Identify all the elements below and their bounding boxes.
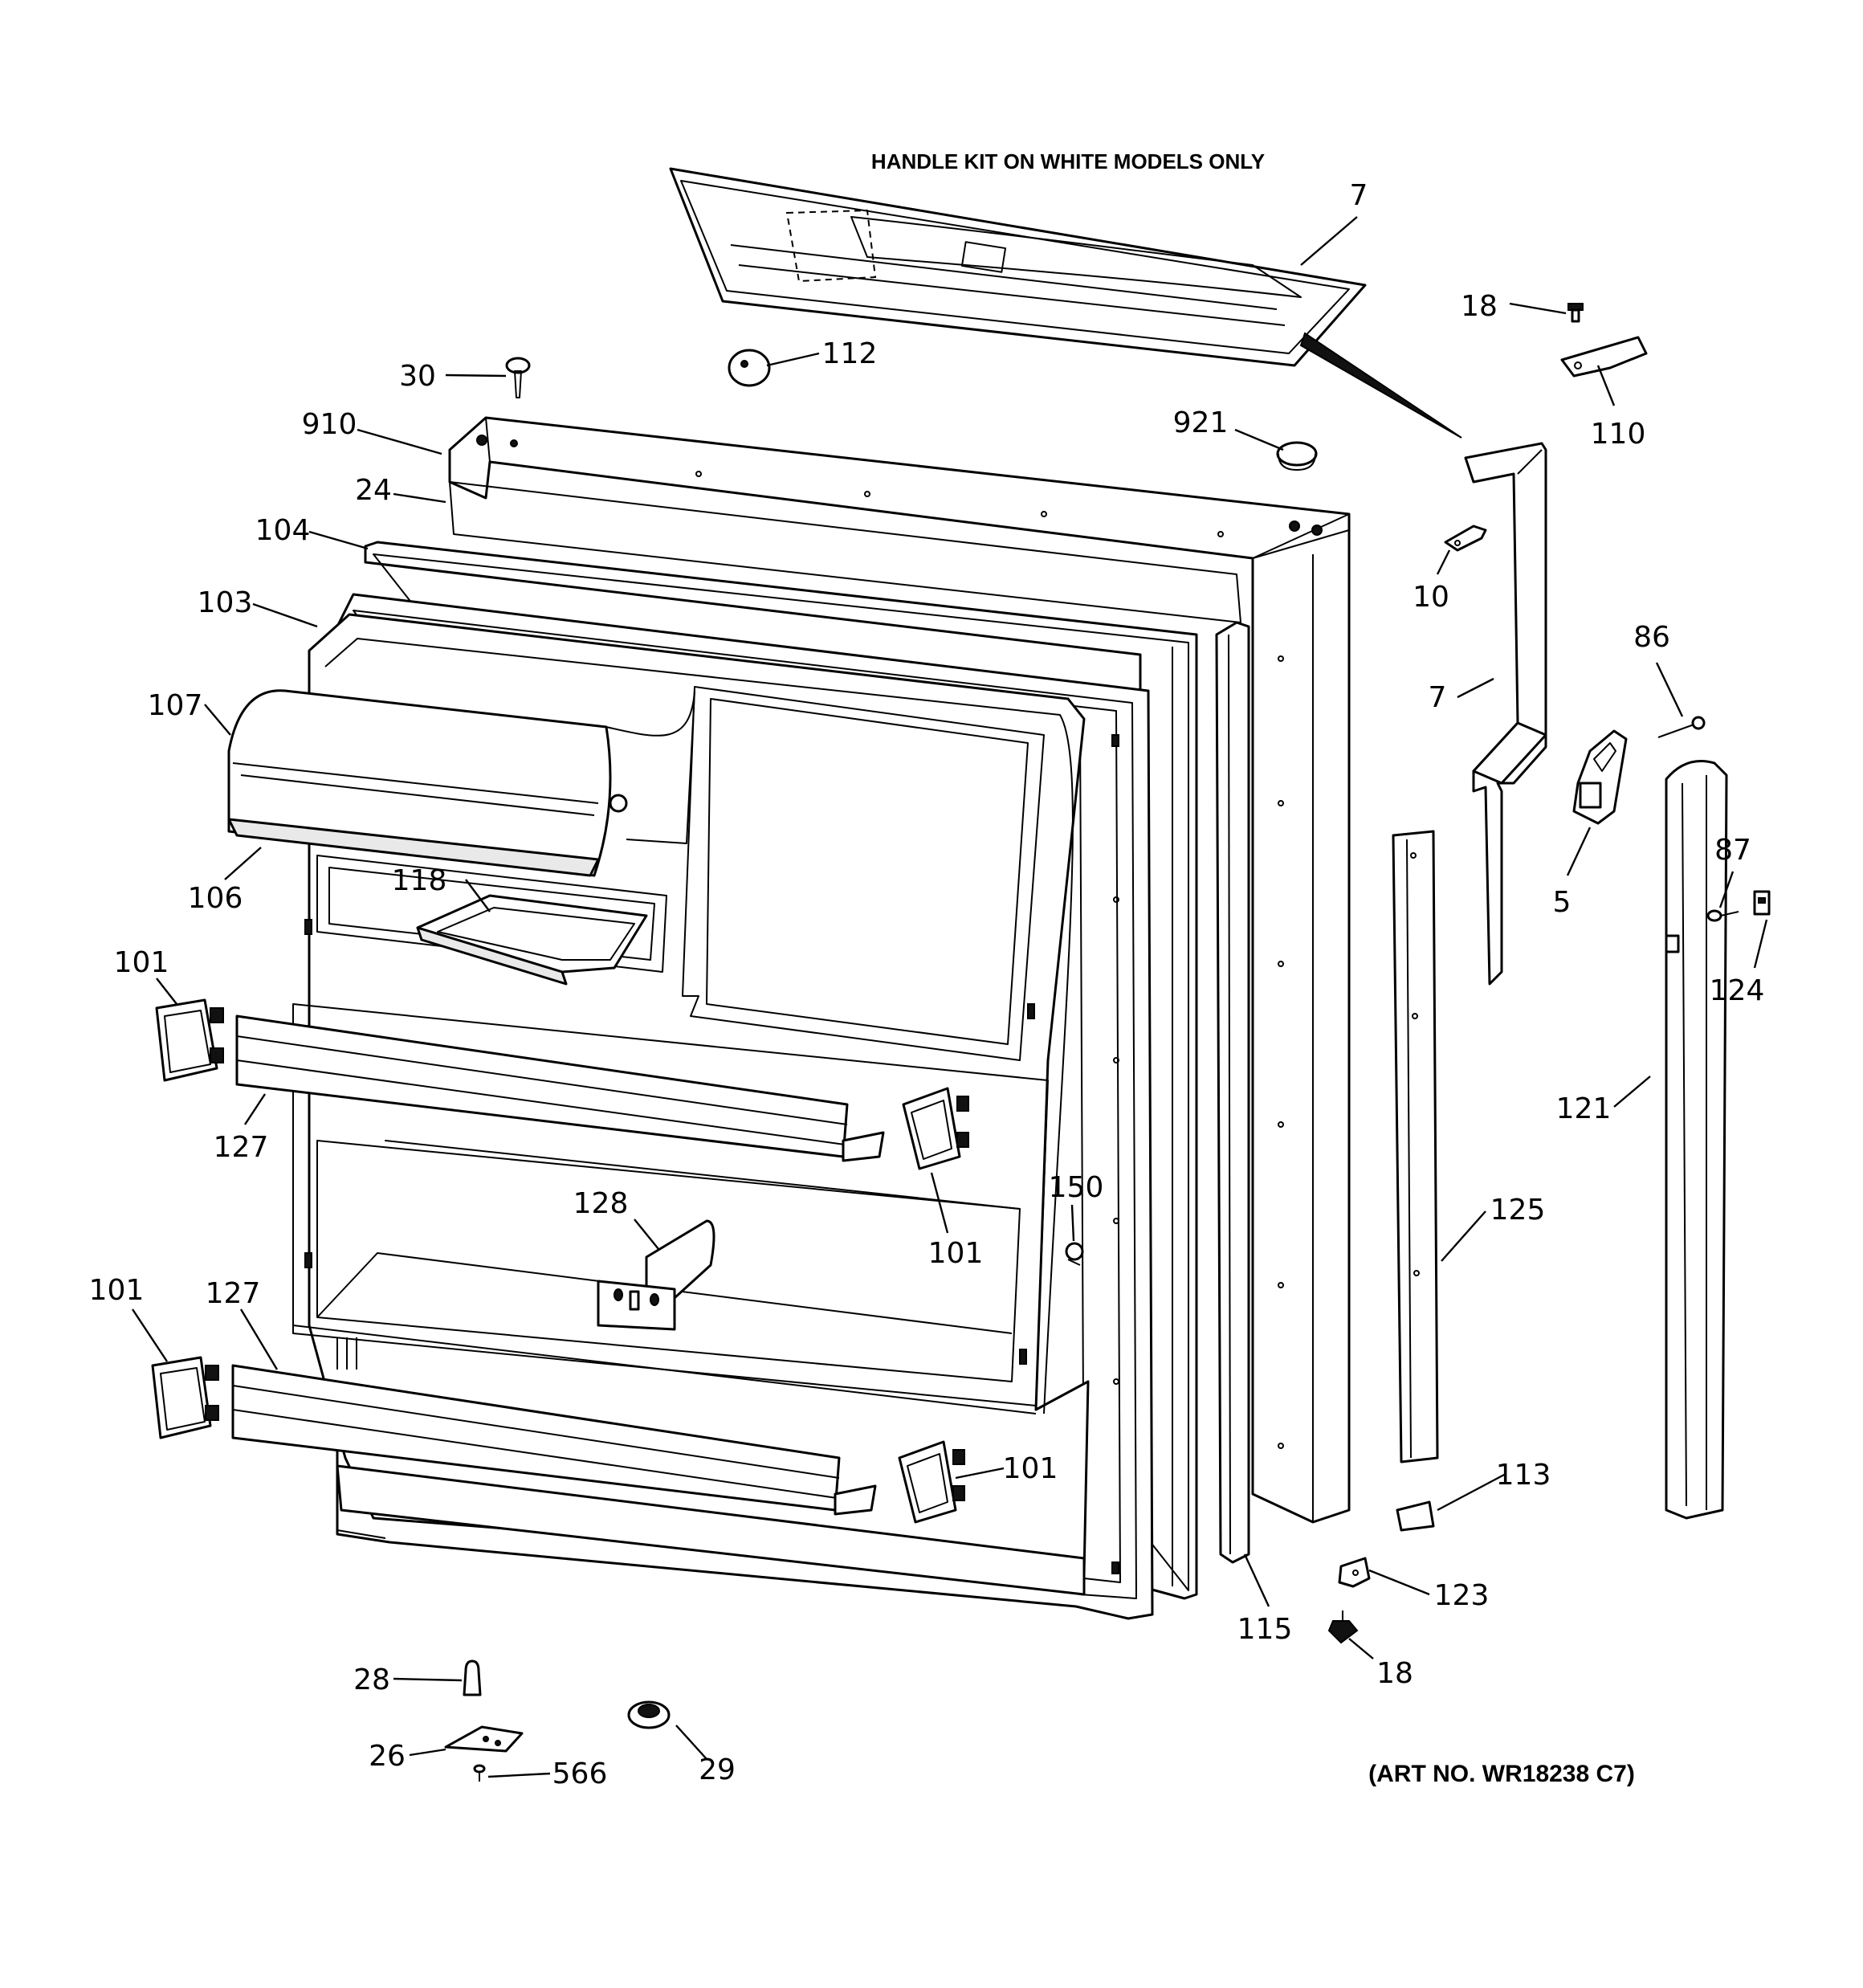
- callout-127-upper: 127: [214, 1131, 269, 1164]
- bracket-110: [1560, 336, 1648, 378]
- callout-125: 125: [1490, 1194, 1546, 1227]
- handle-kit-box: [669, 167, 1462, 439]
- callout-labels: 7 18 110 112 30 910 921 24 104 10 103 86…: [89, 179, 1765, 1790]
- callout-106: 106: [188, 882, 243, 915]
- pin-28: [463, 1659, 482, 1696]
- shelf-end-cap-101-a: [155, 998, 224, 1082]
- bushing-29: [627, 1700, 671, 1729]
- callout-101-lower-right: 101: [1003, 1452, 1058, 1485]
- callout-29: 29: [699, 1753, 736, 1786]
- shelf-end-cap-101-c: [151, 1356, 219, 1439]
- screw-18-top: [1567, 303, 1584, 323]
- callout-921: 921: [1173, 406, 1229, 439]
- screw-18-bottom: [1327, 1610, 1359, 1644]
- callout-113: 113: [1496, 1459, 1551, 1492]
- callout-87: 87: [1714, 834, 1751, 867]
- callout-103: 103: [198, 586, 253, 619]
- callout-107: 107: [148, 689, 203, 722]
- callout-101-center: 101: [928, 1237, 984, 1270]
- screw-566: [473, 1764, 486, 1782]
- door-shelf-127-upper: [235, 1014, 885, 1162]
- door-shelf-127-lower: [231, 1364, 877, 1516]
- callout-150: 150: [1049, 1171, 1104, 1204]
- screw-86: [1657, 716, 1706, 738]
- hinge-5: [1572, 729, 1628, 825]
- screw-30: [505, 357, 531, 398]
- callout-26: 26: [369, 1740, 406, 1773]
- dairy-cover-107: [227, 689, 695, 877]
- handle-kit-caption: HANDLE KIT ON WHITE MODELS ONLY: [871, 149, 1265, 173]
- callout-104: 104: [255, 514, 311, 547]
- callout-123: 123: [1434, 1579, 1490, 1612]
- cap-113: [1396, 1500, 1435, 1532]
- screw-87: [1706, 909, 1739, 922]
- shelf-end-cap-101-b: [902, 1087, 969, 1170]
- callout-30: 30: [399, 360, 436, 393]
- leader-lines: [131, 216, 1768, 1778]
- callout-128: 128: [573, 1187, 629, 1220]
- callout-118: 118: [392, 864, 447, 897]
- strip-125: [1392, 830, 1439, 1463]
- tray-118: [416, 894, 648, 986]
- callout-566: 566: [552, 1757, 608, 1790]
- callout-24: 24: [355, 474, 392, 507]
- clip-124: [1753, 890, 1771, 916]
- gasket-strip-115: [1215, 621, 1250, 1564]
- callout-86: 86: [1633, 621, 1670, 654]
- hinge-plate-26: [444, 1725, 524, 1753]
- callout-124: 124: [1710, 974, 1765, 1007]
- callout-7-right: 7: [1429, 681, 1447, 714]
- callout-18-top: 18: [1461, 290, 1498, 323]
- side-trim-121: [1665, 760, 1728, 1520]
- handle-7: [1464, 442, 1547, 986]
- art-number: (ART NO. WR18238 C7): [1368, 1761, 1635, 1787]
- callout-28: 28: [353, 1663, 390, 1696]
- callout-10: 10: [1413, 581, 1449, 614]
- screw-150: [1065, 1242, 1084, 1266]
- callout-101-lower-left: 101: [89, 1274, 145, 1307]
- plug-112: [728, 349, 771, 387]
- callout-910: 910: [302, 408, 357, 441]
- callout-7-top: 7: [1350, 179, 1368, 212]
- clip-10: [1444, 525, 1487, 552]
- callout-110: 110: [1591, 418, 1646, 451]
- shelf-end-cap-101-d: [898, 1440, 965, 1524]
- callout-112: 112: [822, 337, 878, 370]
- bracket-123: [1338, 1557, 1371, 1588]
- callout-127-lower: 127: [206, 1277, 261, 1310]
- callout-115: 115: [1237, 1613, 1293, 1646]
- callout-121: 121: [1556, 1092, 1612, 1125]
- outer-door-frame: [448, 416, 1351, 1524]
- callout-101-upper-left: 101: [114, 946, 169, 979]
- retainer-clip-128: [597, 1219, 715, 1331]
- callout-5: 5: [1553, 886, 1572, 919]
- cap-921: [1276, 441, 1318, 471]
- callout-18-bottom: 18: [1376, 1657, 1413, 1690]
